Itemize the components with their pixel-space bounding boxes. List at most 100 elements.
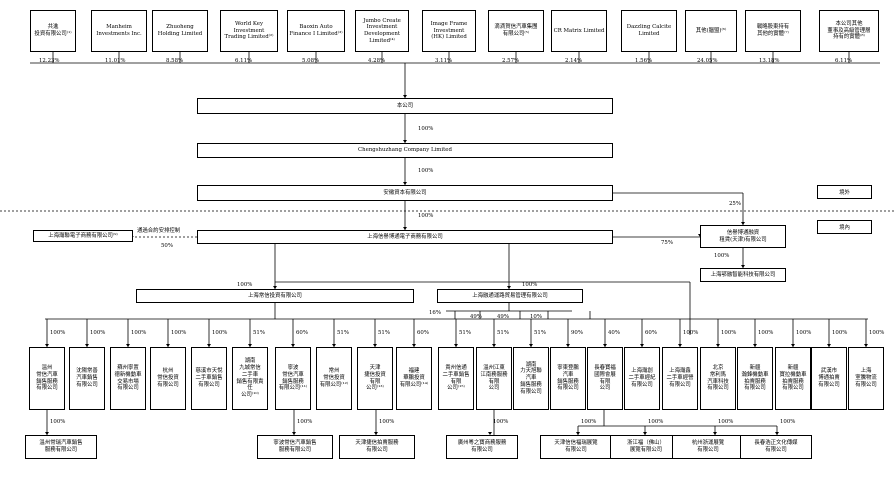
subsidiary-pct: 100% — [721, 330, 737, 336]
shareholder-box: World Key Investment Trading Limited⁽²⁾ — [220, 10, 278, 52]
subsidiary-pct: 51% — [534, 330, 546, 336]
vie-label: 通過合約安排控制 — [137, 228, 181, 234]
arrow-head — [292, 432, 296, 435]
ronghe-trade-box: 上海融通運路貿易管理有限公司 — [437, 289, 583, 303]
subsidiary-box: 溫州 常信汽車 銷售服務 有限公司 — [29, 347, 65, 410]
subsidiary-pct: 90% — [571, 330, 583, 336]
subsidiary-box: 上海 室騰物流 有限公司 — [848, 347, 884, 410]
shareholder-pct: 2.14% — [565, 58, 583, 64]
bottom-entity-box: 浙江福（佛山） 展覽有限公司 — [610, 435, 682, 459]
subsidiary-box: 福建 華鵬投資 有限公司⁽¹⁴⁾ — [396, 347, 432, 410]
arrow-head — [45, 344, 49, 347]
arrow-head — [566, 344, 570, 347]
subsidiary-pct: 100% — [796, 330, 812, 336]
shareholder-box: Baoxin Auto Finance I Limited⁽³⁾ — [287, 10, 345, 52]
shareholder-box: Image Frame Investment (HK) Limited — [422, 10, 476, 52]
subsidiary-box: 湖南 力天旭聯 汽車 銷售服務 有限公司 — [513, 347, 549, 410]
arrow-head — [403, 182, 407, 185]
bottom-entity-box: 天津捷信拍賣服務 有限公司 — [339, 435, 415, 459]
bottom-pct: 100% — [780, 419, 796, 425]
subsidiary-pct: 60% — [296, 330, 308, 336]
arrow-head — [248, 344, 252, 347]
shareholder-pct: 11.01% — [105, 58, 126, 64]
subsidiary-box: 慈溪市天悅 二手車銷售 有限公司 — [191, 347, 227, 410]
arrow-head — [791, 344, 795, 347]
shareholder-pct: 24.05% — [697, 58, 718, 64]
arrow-head — [403, 227, 407, 230]
bottom-entity-box: 天津信信福瑞展覽 有限公司 — [540, 435, 612, 459]
subsidiary-box: 蘇州寧置 德新機動車 交易市場 有限公司 — [110, 347, 146, 410]
pct-50: 50% — [161, 243, 173, 249]
subsidiary-pct: 51% — [497, 330, 509, 336]
shanghai-tech-box: 上海瀚聯電子商務有限公司⁽⁹⁾ — [33, 230, 133, 242]
pct-main-ronghe: 100% — [522, 282, 538, 288]
arrow-head — [643, 432, 647, 435]
subsidiary-pct: 100% — [131, 330, 147, 336]
subsidiary-box: 新疆 寶拉機動車 拍賣服務 有限公司 — [775, 347, 811, 410]
shareholder-pct: 2.57% — [502, 58, 520, 64]
subsidiary-box: 溫州江東 江南務服務 有限 公司 — [476, 347, 512, 410]
subsidiary-box: 常州 常信投資 有限公司⁽¹²⁾ — [316, 347, 352, 410]
subsidiary-pct: 100% — [832, 330, 848, 336]
arrow-head — [403, 95, 407, 98]
arrow-head — [273, 286, 277, 289]
arrow-head — [827, 344, 831, 347]
arrow-head — [207, 344, 211, 347]
shareholder-box: 戰略股東持有 其他的實體⁽⁷⁾ — [745, 10, 801, 52]
subsidiary-box: 長春寶福 國際會展 有限 公司 — [587, 347, 623, 410]
pct-49a: 49% — [470, 314, 482, 320]
subsidiary-pct: 51% — [378, 330, 390, 336]
subsidiary-pct: 100% — [212, 330, 228, 336]
subsidiary-pct: 51% — [459, 330, 471, 336]
arrow-head — [332, 344, 336, 347]
shareholder-box: Jumbo Create Investment Development Limi… — [355, 10, 409, 52]
company-box: 本公司 — [197, 98, 613, 114]
shareholder-pct: 6.11% — [835, 58, 853, 64]
shanghai-main-box: 上海信譽博通電子商務有限公司 — [197, 230, 613, 244]
arrow-head — [374, 432, 378, 435]
bottom-entity-box: 寧波常信汽車銷售 服務有限公司 — [257, 435, 333, 459]
subsidiary-box: 上海瀚鑫 二手車經營 有限公司 — [662, 347, 698, 410]
shareholder-pct: 3.11% — [435, 58, 453, 64]
onshore-label: 境內 — [817, 220, 872, 234]
tianjin-leasing-box: 信譽博通融資 租賃(天津)有限公司 — [700, 225, 786, 248]
pct-tianjin-smart: 100% — [714, 253, 730, 259]
bottom-pct: 100% — [718, 419, 734, 425]
subsidiary-pct: 100% — [683, 330, 699, 336]
subsidiary-pct: 100% — [171, 330, 187, 336]
offshore-label: 境外 — [817, 185, 872, 199]
shareholder-box: 共進 投資有限公司⁽¹⁾ — [30, 10, 76, 52]
anzhi-capital-box: 安徽資本有限公司 — [197, 185, 613, 201]
bottom-pct: 100% — [648, 419, 664, 425]
shanghai-smart-box: 上海鄂融智能科技有限公司 — [700, 268, 786, 282]
pct-10: 10% — [530, 314, 542, 320]
bottom-pct: 100% — [379, 419, 395, 425]
subsidiary-box: 湖南 九城常信 二手車 銷售有限責任 公司⁽¹⁰⁾ — [232, 347, 268, 410]
arrow-head — [716, 344, 720, 347]
subsidiary-pct: 100% — [90, 330, 106, 336]
bottom-pct: 100% — [297, 419, 313, 425]
subsidiary-pct: 51% — [337, 330, 349, 336]
subsidiary-box: 天津 捷信投資 有限 公司⁽¹³⁾ — [357, 347, 393, 410]
chengshuzhang-box: Chengshuzhang Company Limited — [197, 143, 613, 158]
subsidiary-box: 寧東登鵬 汽車 銷售服務 有限公司 — [550, 347, 586, 410]
pct-anzhi-main: 100% — [418, 213, 434, 219]
shareholder-box: Dazzling Calcite Limited — [621, 10, 677, 52]
arrow-head — [576, 432, 580, 435]
shareholder-box: 本公司其他 董事及高級管理層 持有的實體⁽⁸⁾ — [819, 10, 879, 52]
pct-main-changxin: 100% — [237, 282, 253, 288]
shareholder-box: 其他(腦盟)⁽⁶⁾ — [685, 10, 737, 52]
shareholder-box: Zhuoheng Holding Limited — [152, 10, 208, 52]
shareholder-box: 滴滴賀信汽車集團 有限公司⁽⁵⁾ — [488, 10, 544, 52]
arrow-head — [507, 286, 511, 289]
arrow-head — [741, 265, 745, 268]
pct-cheng-anzhi: 100% — [418, 168, 434, 174]
subsidiary-box: 新疆 瀚鋒機動車 拍賣服務 有限公司 — [737, 347, 773, 410]
subsidiary-box: 杭州 常信投資 有限公司 — [150, 347, 186, 410]
subsidiary-box: 武漢市 博通拍賣 有限公司 — [811, 347, 847, 410]
shareholder-pct: 13.18% — [759, 58, 780, 64]
arrow-head — [713, 432, 717, 435]
arrow-head — [492, 344, 496, 347]
subsidiary-pct: 60% — [417, 330, 429, 336]
